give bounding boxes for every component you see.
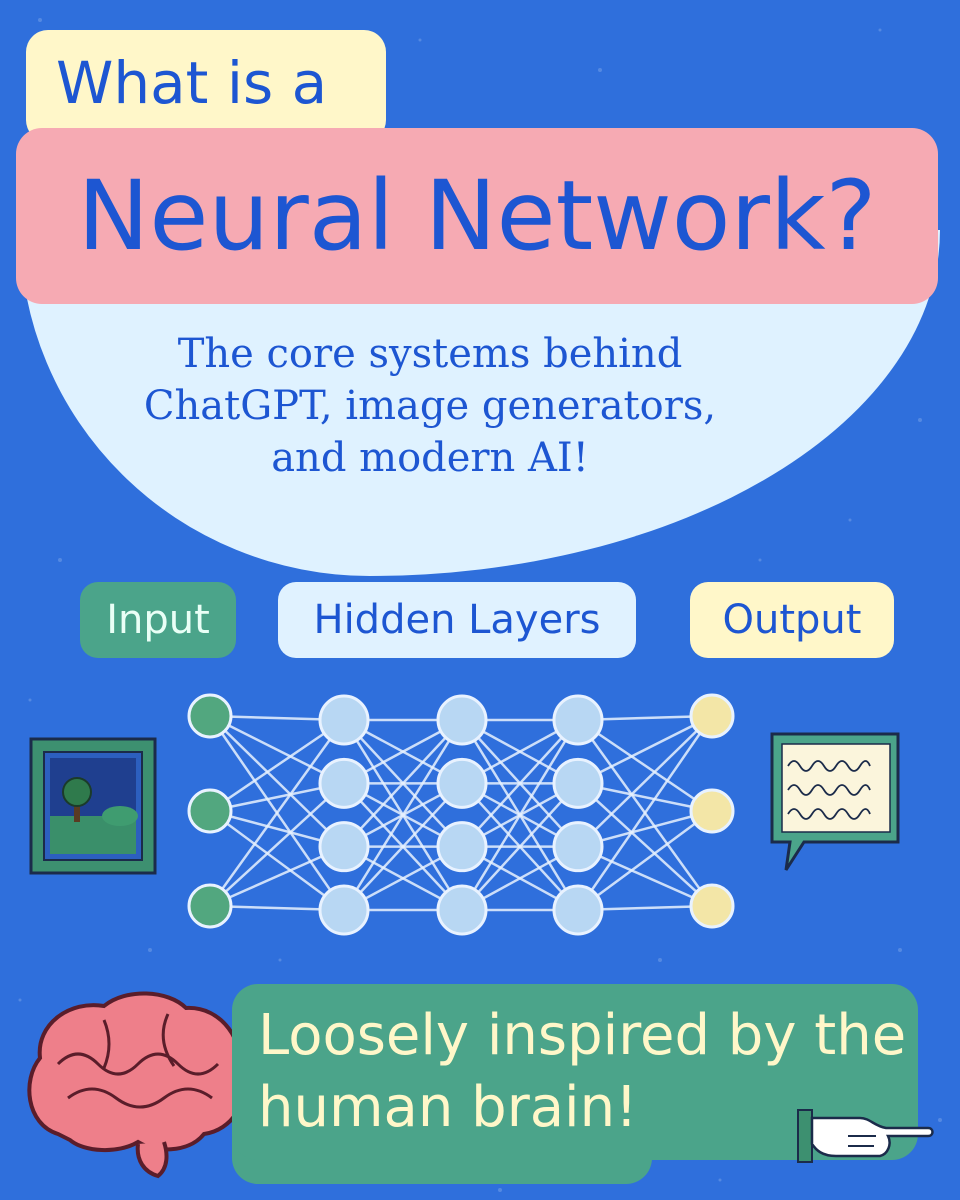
network-edge [577, 782, 713, 907]
network-node-input [187, 788, 233, 834]
network-node-hidden [318, 821, 370, 873]
network-node-hidden [436, 884, 488, 936]
network-node-output [689, 883, 735, 929]
title-line1: What is a [56, 49, 328, 117]
network-node-input [187, 883, 233, 929]
network-edge [460, 719, 580, 911]
subtitle-line2: ChatGPT, image generators, [143, 383, 717, 429]
network-node-hidden [552, 694, 604, 746]
network-edge [209, 782, 345, 907]
network-node-hidden [318, 694, 370, 746]
network-edge [343, 719, 463, 848]
title-line2: Neural Network? [77, 160, 877, 272]
network-edge [342, 719, 464, 911]
network-node-hidden [318, 757, 370, 809]
network-node-input [187, 693, 233, 739]
network-node-hidden [552, 884, 604, 936]
label-hidden-layers: Hidden Layers [278, 582, 636, 658]
network-node-hidden [552, 757, 604, 809]
pointing-hand-icon [797, 1109, 934, 1163]
footer-line2: human brain! [258, 1075, 638, 1140]
network-edge [577, 809, 713, 912]
network-edge [209, 809, 345, 912]
network-edge [461, 782, 579, 911]
network-edge [343, 782, 463, 911]
network-node-hidden [436, 821, 488, 873]
label-input: Input [80, 582, 236, 658]
network-node-hidden [552, 821, 604, 873]
network-edge [209, 718, 345, 813]
footer-box: Loosely inspired by the human brain! [232, 984, 918, 1160]
framed-landscape-picture-icon [29, 737, 157, 875]
network-node-output [689, 788, 735, 834]
speech-bubble-handwriting-icon [770, 732, 900, 871]
label-input-text: Input [106, 597, 210, 643]
network-edge [209, 715, 345, 848]
label-hidden-text: Hidden Layers [313, 597, 601, 643]
network-edge [577, 718, 713, 813]
subtitle-line3: and modern AI! [271, 435, 589, 481]
network-node-hidden [436, 694, 488, 746]
label-output-text: Output [722, 597, 862, 643]
network-node-output [689, 693, 735, 739]
title-what-is-a: What is a [26, 30, 386, 142]
footer-line1: Loosely inspired by the [258, 1003, 907, 1068]
network-edge [461, 719, 579, 848]
label-output: Output [690, 582, 894, 658]
subtitle: The core systems behind ChatGPT, image g… [90, 328, 770, 484]
title-neural-network: Neural Network? [16, 128, 938, 304]
subtitle-line1: The core systems behind [177, 331, 683, 377]
network-edge [576, 715, 714, 911]
network-node-hidden [436, 757, 488, 809]
network-node-hidden [318, 884, 370, 936]
network-edge [577, 715, 713, 848]
network-edge [208, 719, 346, 907]
brain-icon [27, 991, 245, 1179]
